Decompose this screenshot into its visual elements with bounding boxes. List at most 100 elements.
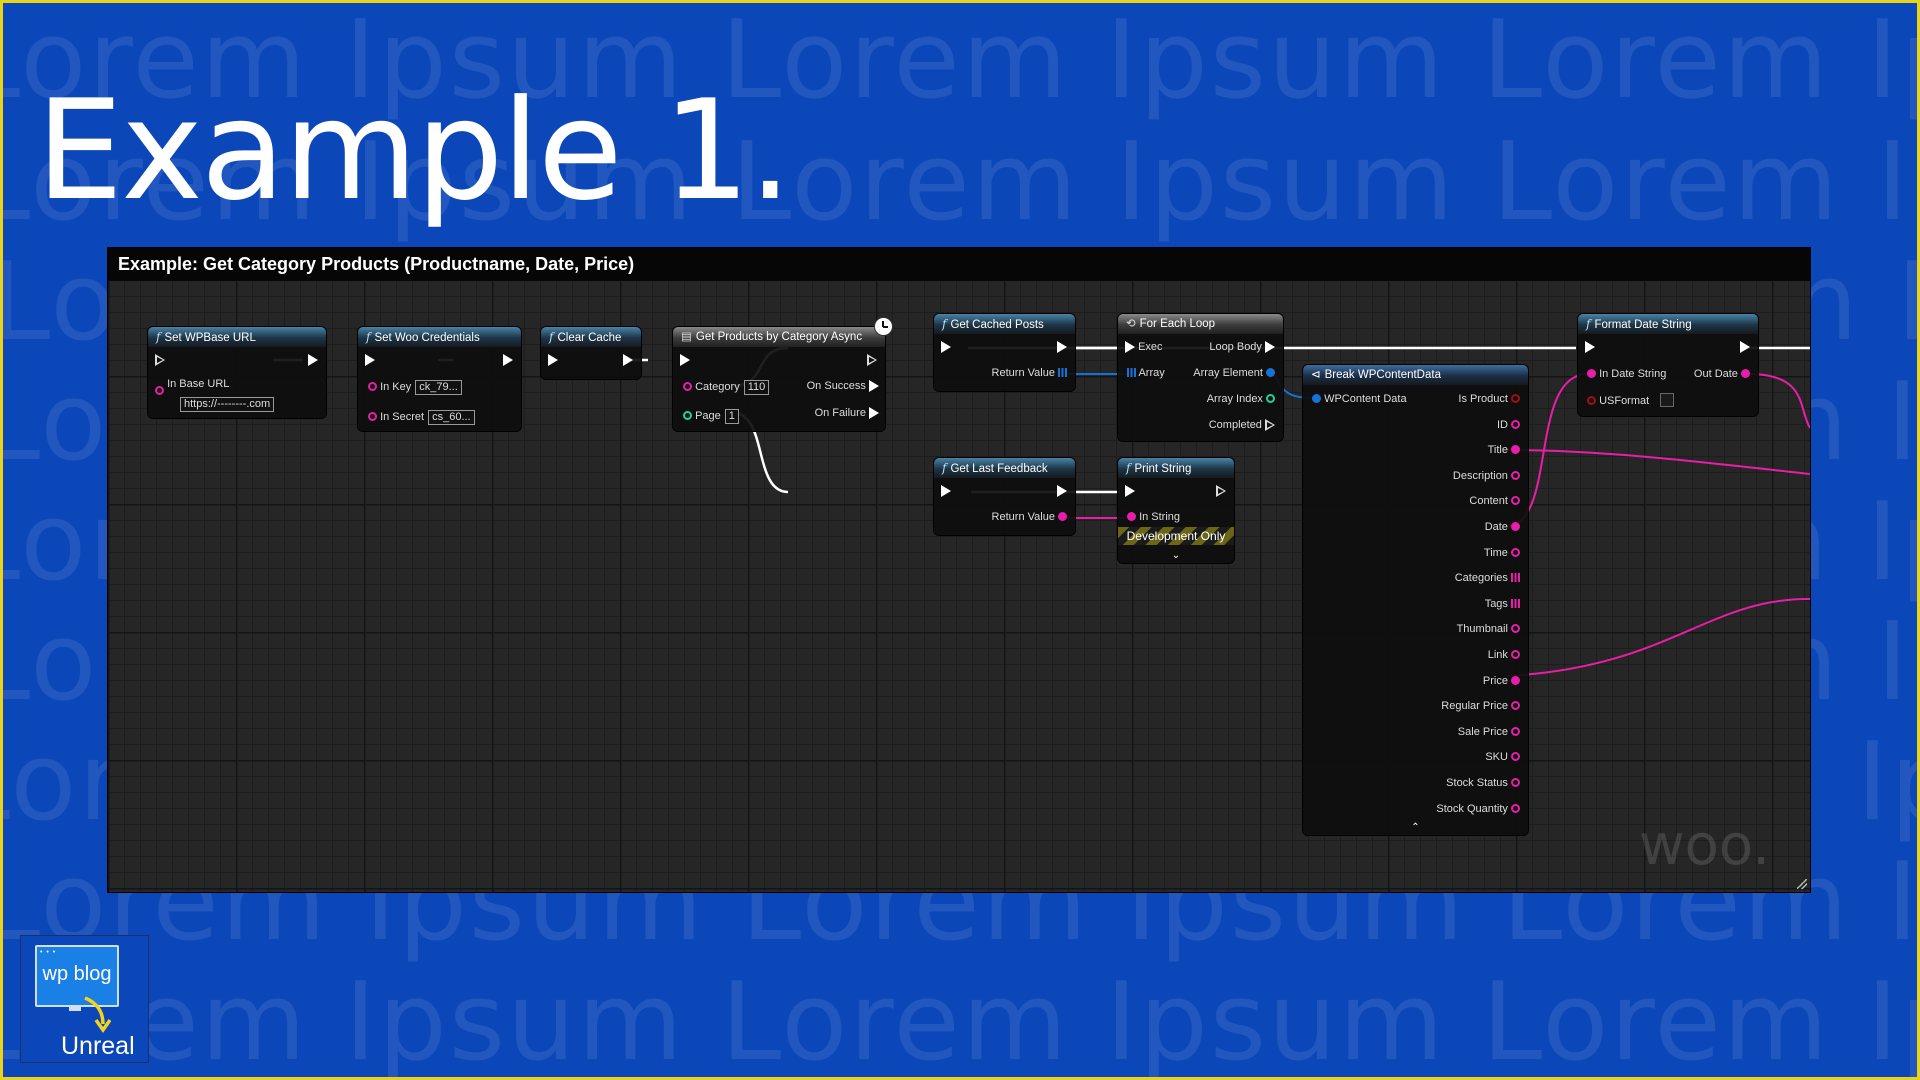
string-wire bbox=[1505, 449, 1810, 475]
resize-handle-icon[interactable] bbox=[1797, 879, 1807, 889]
key-value-field[interactable]: ck_79... bbox=[415, 380, 462, 395]
clock-icon bbox=[874, 317, 893, 336]
bool-pin-icon bbox=[1587, 396, 1596, 405]
collapse-chevron-icon[interactable]: ⌃ bbox=[1411, 822, 1420, 833]
exec-in-pin[interactable] bbox=[941, 340, 951, 354]
output-pin-sku[interactable]: SKU bbox=[1485, 750, 1520, 764]
pin-label: Time bbox=[1483, 546, 1508, 559]
string-pin-icon bbox=[683, 382, 692, 391]
node-get-products-by-category-async[interactable]: ▤Get Products by Category Async Category… bbox=[673, 317, 893, 431]
output-pin-thumbnail[interactable]: Thumbnail bbox=[1457, 622, 1520, 636]
exec-in-pin[interactable] bbox=[680, 353, 690, 367]
in-string-pin[interactable]: In String bbox=[1127, 510, 1180, 524]
blueprint-graph[interactable]: Example: Get Category Products (Productn… bbox=[107, 247, 1811, 893]
in-base-url-pin[interactable]: In Base URL bbox=[155, 378, 229, 398]
expand-chevron-icon[interactable]: ⌄ bbox=[1171, 550, 1181, 561]
exec-in-pin[interactable] bbox=[941, 484, 951, 498]
exec-in-pin[interactable]: Exec bbox=[1125, 340, 1163, 354]
node-title: Set WPBase URL bbox=[164, 332, 256, 344]
pin-label: Stock Status bbox=[1446, 777, 1508, 789]
pin-label: Loop Body bbox=[1209, 341, 1262, 353]
output-pin-tags[interactable]: Tags bbox=[1485, 597, 1520, 611]
secret-value-field[interactable]: cs_60... bbox=[428, 410, 475, 425]
output-pin-content[interactable]: Content bbox=[1469, 494, 1520, 508]
node-title: Format Date String bbox=[1594, 319, 1692, 331]
output-pin-sale-price[interactable]: Sale Price bbox=[1458, 725, 1520, 739]
exec-in-pin[interactable] bbox=[1585, 340, 1595, 354]
pin-label: In Date String bbox=[1599, 368, 1667, 380]
output-pin-is-product[interactable]: Is Product bbox=[1458, 392, 1520, 406]
watermark-row: Lorem Ipsum Lorem Ipsum Lorem Ipsum Lore… bbox=[0, 0, 1920, 123]
exec-in-pin[interactable] bbox=[365, 353, 375, 367]
pin-label: In Key bbox=[380, 381, 412, 393]
string-wire bbox=[1505, 597, 1810, 677]
return-value-pin[interactable]: Return Value bbox=[992, 366, 1067, 380]
output-pin-date[interactable]: Date bbox=[1485, 520, 1520, 534]
string-pin-icon bbox=[1058, 512, 1067, 521]
exec-out-pin[interactable] bbox=[308, 353, 318, 367]
node-header: ▤Get Products by Category Async bbox=[673, 327, 885, 347]
output-pin-description[interactable]: Description bbox=[1453, 469, 1520, 483]
node-break-wpcontentdata[interactable]: ⊲Break WPContentData WPContent Data Is P… bbox=[1303, 365, 1528, 835]
output-pin-title[interactable]: Title bbox=[1488, 443, 1520, 457]
output-pin-link[interactable]: Link bbox=[1488, 648, 1520, 662]
exec-out-pin[interactable] bbox=[503, 353, 513, 367]
out-date-pin[interactable]: Out Date bbox=[1694, 367, 1750, 381]
base-url-value[interactable]: https://--------.com bbox=[180, 397, 275, 412]
category-value-field[interactable]: 110 bbox=[743, 380, 770, 395]
exec-out-pin[interactable] bbox=[1216, 484, 1226, 498]
node-title: Get Cached Posts bbox=[950, 319, 1044, 331]
exec-out-pin[interactable] bbox=[623, 353, 633, 367]
us-format-pin[interactable]: USFormat bbox=[1587, 393, 1675, 408]
array-element-pin[interactable]: Array Element bbox=[1193, 366, 1275, 380]
output-pin-stock-status[interactable]: Stock Status bbox=[1446, 776, 1520, 790]
on-failure-pin[interactable]: On Failure bbox=[815, 406, 879, 420]
node-for-each-loop[interactable]: ⟲For Each Loop Exec Array Loop Body Arra… bbox=[1118, 314, 1283, 441]
output-pin-categories[interactable]: Categories bbox=[1455, 571, 1520, 585]
output-pin-id[interactable]: ID bbox=[1497, 418, 1520, 432]
break-struct-icon: ⊲ bbox=[1311, 369, 1321, 381]
exec-in-pin[interactable] bbox=[548, 353, 558, 367]
in-date-string-pin[interactable]: In Date String bbox=[1587, 367, 1666, 381]
loop-body-pin[interactable]: Loop Body bbox=[1209, 340, 1275, 354]
output-pin-regular-price[interactable]: Regular Price bbox=[1441, 699, 1520, 713]
bool-pin-icon bbox=[1511, 394, 1520, 403]
pin-label: WPContent Data bbox=[1324, 393, 1407, 405]
exec-out-pin[interactable] bbox=[1740, 340, 1750, 354]
output-pin-stock-quantity[interactable]: Stock Quantity bbox=[1436, 802, 1520, 816]
us-format-checkbox[interactable] bbox=[1660, 393, 1675, 407]
page-value-field[interactable]: 1 bbox=[724, 409, 739, 424]
int-pin-icon bbox=[1266, 394, 1275, 403]
exec-in-pin[interactable] bbox=[1125, 484, 1135, 498]
string-pin-icon bbox=[368, 382, 377, 391]
output-pin-time[interactable]: Time bbox=[1484, 546, 1520, 560]
wpcontent-data-pin[interactable]: WPContent Data bbox=[1312, 392, 1407, 406]
exec-out-pin[interactable] bbox=[867, 353, 877, 367]
output-pin-price[interactable]: Price bbox=[1483, 674, 1520, 688]
array-in-pin[interactable]: Array bbox=[1127, 366, 1165, 380]
base-url-field[interactable]: https://--------.com bbox=[176, 397, 275, 412]
pin-label: Stock Quantity bbox=[1436, 802, 1508, 815]
exec-out-pin[interactable] bbox=[1057, 484, 1067, 498]
completed-pin[interactable]: Completed bbox=[1209, 418, 1275, 432]
exec-out-pin[interactable] bbox=[1057, 340, 1067, 354]
on-success-pin[interactable]: On Success bbox=[807, 379, 879, 393]
array-index-pin[interactable]: Array Index bbox=[1207, 392, 1275, 406]
string-pin-icon bbox=[1511, 522, 1520, 531]
exec-in-pin[interactable] bbox=[155, 353, 165, 367]
function-icon: f bbox=[549, 330, 554, 344]
return-value-pin[interactable]: Return Value bbox=[992, 510, 1067, 524]
